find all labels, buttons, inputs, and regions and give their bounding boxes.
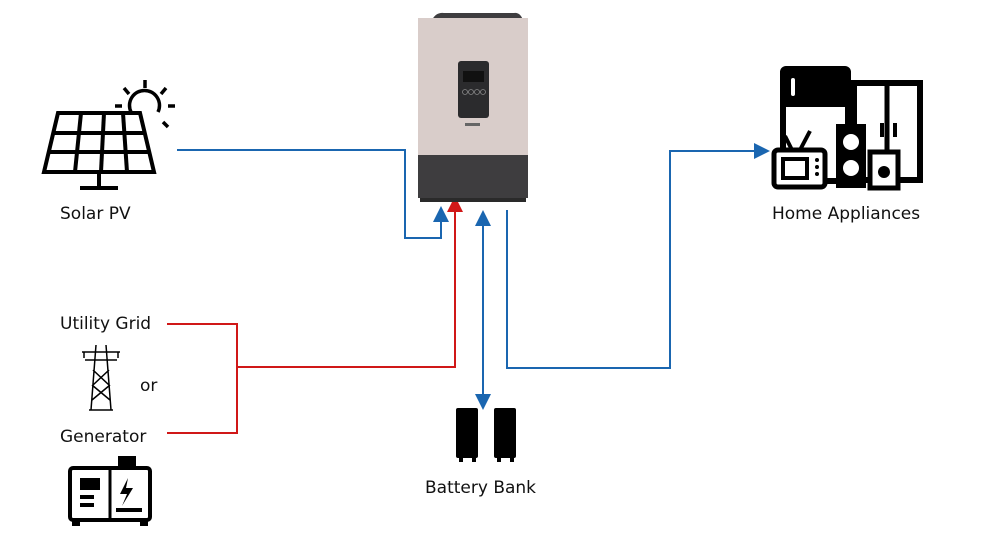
grid-line bbox=[167, 323, 238, 434]
generator-icon bbox=[68, 456, 152, 526]
sun-icon bbox=[115, 80, 175, 129]
home-appliances-icon bbox=[771, 66, 923, 191]
inverter-image bbox=[418, 12, 528, 202]
utility-grid-label: Utility Grid bbox=[60, 314, 152, 334]
home-appliances-label: Home Appliances bbox=[772, 204, 921, 224]
transmission-tower-icon bbox=[82, 344, 120, 411]
solar-pv-label: Solar PV bbox=[60, 204, 131, 224]
battery-bank-label: Battery Bank bbox=[425, 478, 537, 498]
ac-input-line bbox=[237, 196, 463, 368]
solar-to-inverter-line bbox=[177, 149, 449, 239]
solar-panel-icon bbox=[41, 111, 157, 190]
or-label: or bbox=[140, 376, 158, 396]
battery-icon bbox=[456, 408, 516, 462]
output-to-home-line bbox=[506, 143, 770, 369]
generator-label: Generator bbox=[60, 427, 147, 447]
